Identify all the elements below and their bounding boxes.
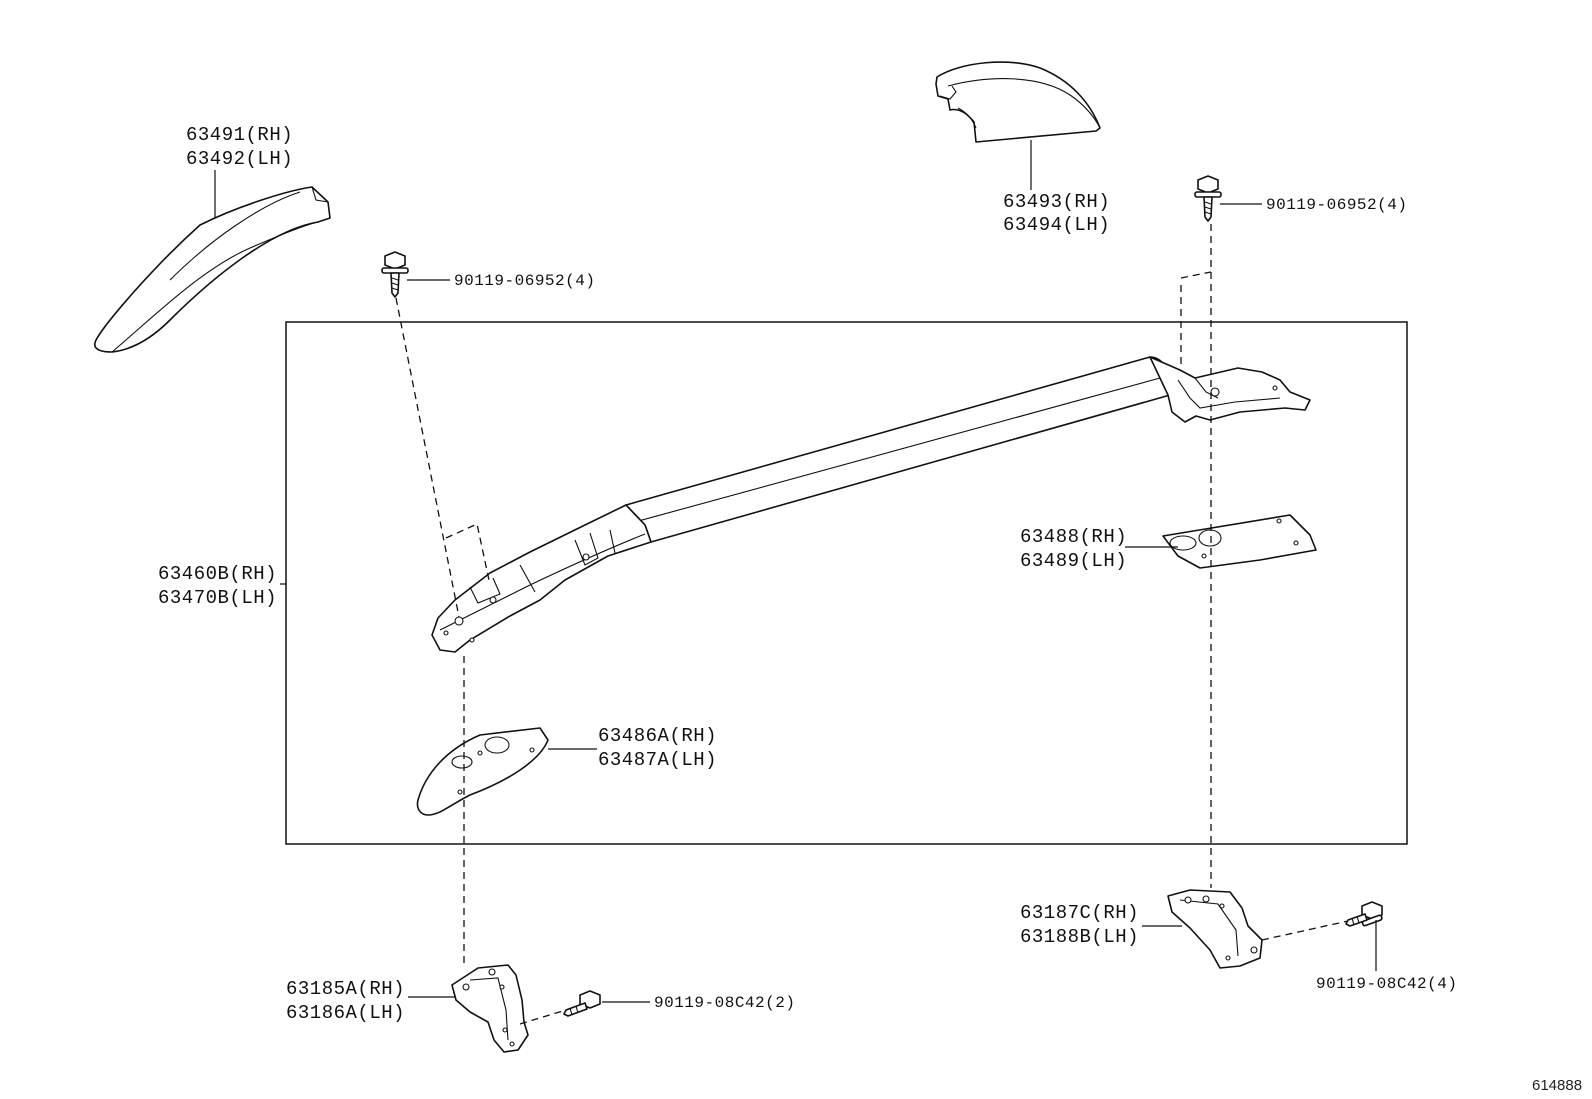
label-front-pad-lh: 63487A(LH) <box>598 749 717 771</box>
label-bolt-front-bracket: 90119-08C42(2) <box>654 994 795 1012</box>
rear-bracket-part <box>1167 889 1263 969</box>
front-pad-part <box>416 727 549 816</box>
label-side-cover-rh: 63491(RH) <box>186 124 293 146</box>
rear-end-cover-part <box>935 61 1101 143</box>
label-front-pad-rh: 63486A(RH) <box>598 725 717 747</box>
label-end-cover-lh: 63494(LH) <box>1003 214 1110 236</box>
label-rear-bracket-rh: 63187C(RH) <box>1020 902 1139 924</box>
label-end-cover-rh: 63493(RH) <box>1003 191 1110 213</box>
label-rail-lh: 63470B(LH) <box>158 587 277 609</box>
label-rail-rh: 63460B(RH) <box>158 563 277 585</box>
assembly-box <box>285 321 1408 845</box>
label-bolt-front-top: 90119-06952(4) <box>454 272 595 290</box>
label-rear-pad-lh: 63489(LH) <box>1020 550 1127 572</box>
label-bolt-rear-bracket: 90119-08C42(4) <box>1316 975 1457 993</box>
label-front-bracket-lh: 63186A(LH) <box>286 1002 405 1024</box>
front-side-cover-part <box>94 186 331 353</box>
bolt-rear-top <box>1194 175 1222 222</box>
bolt-front-bracket <box>563 990 601 1017</box>
label-front-bracket-rh: 63185A(RH) <box>286 978 405 1000</box>
rear-pad-part <box>1162 514 1317 569</box>
label-bolt-rear-top: 90119-06952(4) <box>1266 196 1407 214</box>
figure-number: 614888 <box>1532 1077 1582 1094</box>
label-rear-bracket-lh: 63188B(LH) <box>1020 926 1139 948</box>
label-side-cover-lh: 63492(LH) <box>186 148 293 170</box>
roof-rail-main-part <box>431 356 1311 653</box>
bolt-front-top <box>381 251 409 298</box>
label-rear-pad-rh: 63488(RH) <box>1020 526 1127 548</box>
bolt-rear-bracket <box>1345 901 1383 927</box>
alignment-lines <box>395 224 1349 1025</box>
front-bracket-part <box>451 964 529 1053</box>
